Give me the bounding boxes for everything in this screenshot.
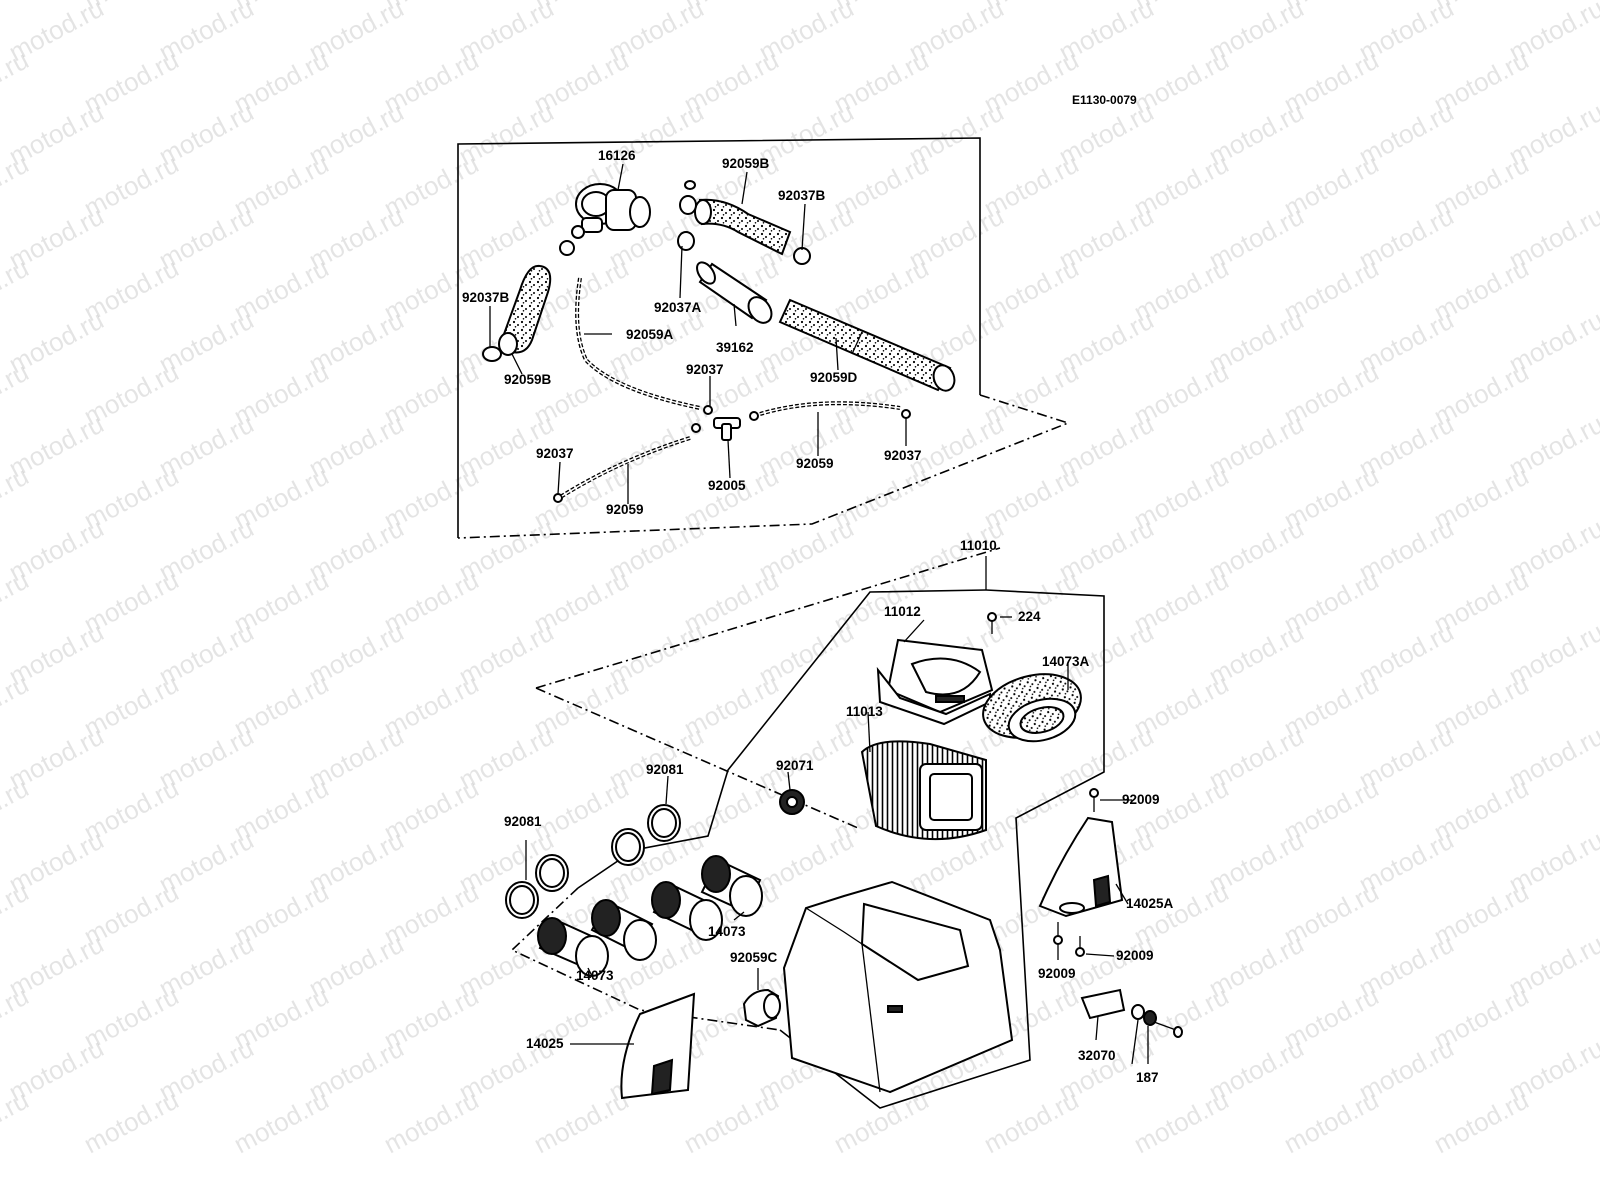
lower-frame-solid xyxy=(779,589,1105,1109)
label-92081-left: 92081 xyxy=(504,814,542,829)
hose-92059b-top xyxy=(698,198,792,256)
watermark-text: motod.ru xyxy=(79,1085,184,1160)
grommet-92071 xyxy=(779,789,805,815)
label-14025a: 14025A xyxy=(1126,896,1174,911)
ducts-14073 xyxy=(537,855,763,977)
label-92009-br: 92009 xyxy=(1116,948,1154,963)
label-92059a: 92059A xyxy=(626,327,674,342)
bolts-92009 xyxy=(1053,788,1099,957)
clamp-joint xyxy=(571,225,585,239)
airbox-housing xyxy=(782,880,1014,1094)
label-32070: 32070 xyxy=(1078,1048,1116,1063)
lower-frame-dashed xyxy=(510,887,781,1031)
label-92059b-top: 92059B xyxy=(722,156,770,171)
watermark-text: motod.ru xyxy=(529,1085,634,1160)
label-14073-right: 14073 xyxy=(708,924,746,939)
leaders-bottom xyxy=(525,619,1149,1065)
hose-92059d xyxy=(778,298,952,392)
label-224: 224 xyxy=(1018,609,1041,624)
filter-11013 xyxy=(860,740,987,841)
hose-joint-line xyxy=(851,331,863,355)
label-14025: 14025 xyxy=(526,1036,564,1051)
label-92059c: 92059C xyxy=(730,950,778,965)
watermark-text: motod.ru xyxy=(1279,1085,1384,1160)
watermark-text: motod.ru xyxy=(1129,1085,1234,1160)
label-39162: 39162 xyxy=(716,340,754,355)
part-labels: 16126 92059B 92037B 92037B 92037A 92059A… xyxy=(462,148,1174,1085)
label-92037-mid: 92037 xyxy=(686,362,724,377)
cover-11012 xyxy=(876,638,994,726)
label-187: 187 xyxy=(1136,1070,1159,1085)
element-14073a xyxy=(982,673,1082,743)
label-92059-right: 92059 xyxy=(796,456,834,471)
leaders-top xyxy=(489,163,907,504)
orings-92081 xyxy=(505,804,681,919)
watermark-text: motod.ru xyxy=(229,1085,334,1160)
watermark-text: motod.ru xyxy=(679,1085,784,1160)
middle-frame-dashed xyxy=(535,547,1001,689)
hose-end xyxy=(932,364,956,392)
watermark-text: motod.ru xyxy=(979,1085,1084,1160)
label-92059d: 92059D xyxy=(810,370,858,385)
label-14073-left: 14073 xyxy=(576,968,614,983)
bracket-14025a xyxy=(1038,816,1124,918)
label-92037b-right: 92037B xyxy=(778,188,826,203)
label-92037b-left: 92037B xyxy=(462,290,510,305)
upper-frame-dashed xyxy=(457,394,1071,539)
label-16126: 16126 xyxy=(598,148,636,163)
drawing-code: E1130-0079 xyxy=(1072,93,1137,107)
upper-frame-solid xyxy=(457,137,981,538)
elbow-92059c xyxy=(742,988,781,1028)
label-92071: 92071 xyxy=(776,758,814,773)
label-14073a: 14073A xyxy=(1042,654,1090,669)
valve-16126 xyxy=(575,183,651,233)
hose-end xyxy=(694,199,712,225)
label-92009-bl: 92009 xyxy=(1038,966,1076,981)
watermark-text: motod.ru xyxy=(0,0,33,15)
label-92037a: 92037A xyxy=(654,300,702,315)
middle-frame-dashed-2 xyxy=(535,687,859,829)
bracket-14025 xyxy=(620,992,696,1100)
label-11013: 11013 xyxy=(846,704,883,719)
screw-224 xyxy=(987,612,1012,634)
watermark-text: motod.ru xyxy=(1429,1085,1534,1160)
label-11012: 11012 xyxy=(884,604,921,619)
label-92059b-left: 92059B xyxy=(504,372,552,387)
filter-39162 xyxy=(696,261,773,324)
watermark-text: motod.ru xyxy=(379,1085,484,1160)
clamp-set-top xyxy=(677,180,811,265)
label-92005: 92005 xyxy=(708,478,746,493)
label-92009-top: 92009 xyxy=(1122,792,1160,807)
clamp-joint xyxy=(559,240,575,256)
label-92081-top: 92081 xyxy=(646,762,684,777)
label-92059-left: 92059 xyxy=(606,502,644,517)
hose-end xyxy=(498,332,518,356)
joint-92005 xyxy=(713,417,741,441)
label-92037-left: 92037 xyxy=(536,446,574,461)
label-11010: 11010 xyxy=(960,538,997,553)
label-92037-right: 92037 xyxy=(884,448,922,463)
bracket-32070 xyxy=(1080,988,1183,1038)
clamp-left xyxy=(482,346,502,362)
clamps-small xyxy=(553,405,911,503)
